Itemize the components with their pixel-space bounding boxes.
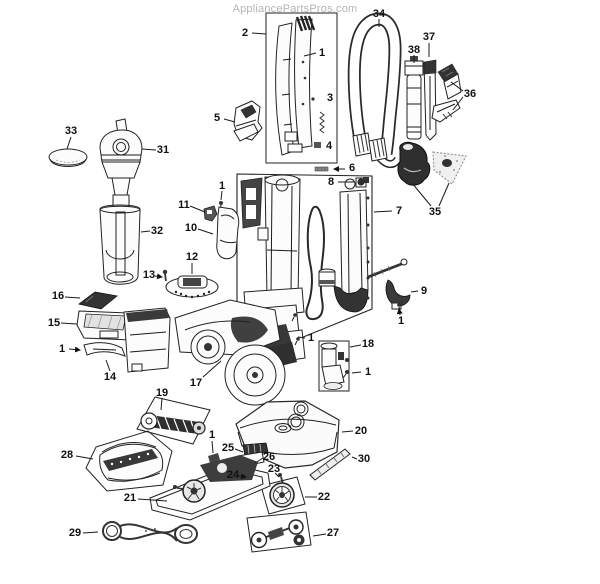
part-9-bracket [367,258,411,312]
part-11-latch [203,205,218,222]
part-label-34: 34 [373,8,386,20]
part-28-nozzle-base [85,430,173,492]
part-label-2: 2 [242,27,248,39]
part-22-wheel [260,476,306,515]
part-14-trim [83,342,126,357]
part-6-screw [314,166,329,172]
part-label-7: 7 [396,205,402,217]
part-label-20: 20 [355,425,367,437]
part-31-cyclone [99,118,143,215]
part-5-clip [233,100,263,142]
part-label-10: 10 [185,222,197,234]
part-label-23: 23 [268,463,280,475]
part-10-handle-grip [216,201,240,260]
part-15-filter-tray [76,310,134,341]
part-label-12: 12 [186,251,198,263]
part-label-9: 9 [421,285,427,297]
part-19-brushroll [136,396,211,445]
part-label-32: 32 [151,225,163,237]
part-label-21: 21 [124,492,136,504]
site-watermark: AppliancePartsPros.com [233,3,358,15]
part-38-wand [404,56,424,140]
part-label-16: 16 [52,290,64,302]
part-label-5: 5 [214,112,220,124]
part-label-38: 38 [408,44,420,56]
part-label-35: 35 [429,206,441,218]
leader-lines [60,19,464,537]
part-2-handle-box [265,12,338,164]
part-36-attachments [431,63,462,123]
part-27-axle-wheels [246,511,312,553]
part-label-1: 1 [209,429,215,441]
part-label-15: 15 [48,317,60,329]
part-16-filter [78,291,118,310]
part-label-37: 37 [423,31,435,43]
part-8-screw [357,178,365,186]
part-label-27: 27 [327,527,339,539]
part-17-motor-assembly [174,299,286,406]
part-label-4: 4 [326,140,333,152]
part-label-1: 1 [365,366,371,378]
part-label-17: 17 [190,377,202,389]
part-label-36: 36 [464,88,476,100]
part-30-brush-strip [309,448,351,481]
part-label-11: 11 [178,199,190,211]
part-label-1: 1 [219,180,225,192]
part-label-3: 3 [327,92,333,104]
part-13-screw [162,269,168,282]
part-29-belt [102,521,198,544]
part-18-valve-box [318,340,350,392]
part-dock-body [123,307,171,373]
part-label-26: 26 [263,451,275,463]
part-label-33: 33 [65,125,77,137]
part-32-dirt-cup [99,204,141,285]
part-35-turbo-tools [397,141,467,186]
part-label-14: 14 [104,371,117,383]
part-label-1: 1 [308,332,314,344]
part-label-29: 29 [69,527,81,539]
part-37-crevice-tool [423,59,437,141]
part-label-8: 8 [328,176,334,188]
part-label-28: 28 [61,449,73,461]
part-12-filter-disc [165,275,219,299]
part-label-22: 22 [318,491,330,503]
part-label-24: 24 [227,469,240,481]
part-label-30: 30 [358,453,370,465]
part-33-filter-cover [48,148,88,167]
part-21-base-assembly [149,453,271,521]
part-label-19: 19 [156,387,168,399]
part-label-31: 31 [157,144,169,156]
part-label-13: 13 [143,269,155,281]
part-34-hose [347,12,402,169]
part-label-6: 6 [349,162,355,174]
part-label-1: 1 [398,315,404,327]
part-label-25: 25 [222,442,234,454]
part-label-1: 1 [59,343,65,355]
part-label-1: 1 [319,47,325,59]
part-label-18: 18 [362,338,374,350]
